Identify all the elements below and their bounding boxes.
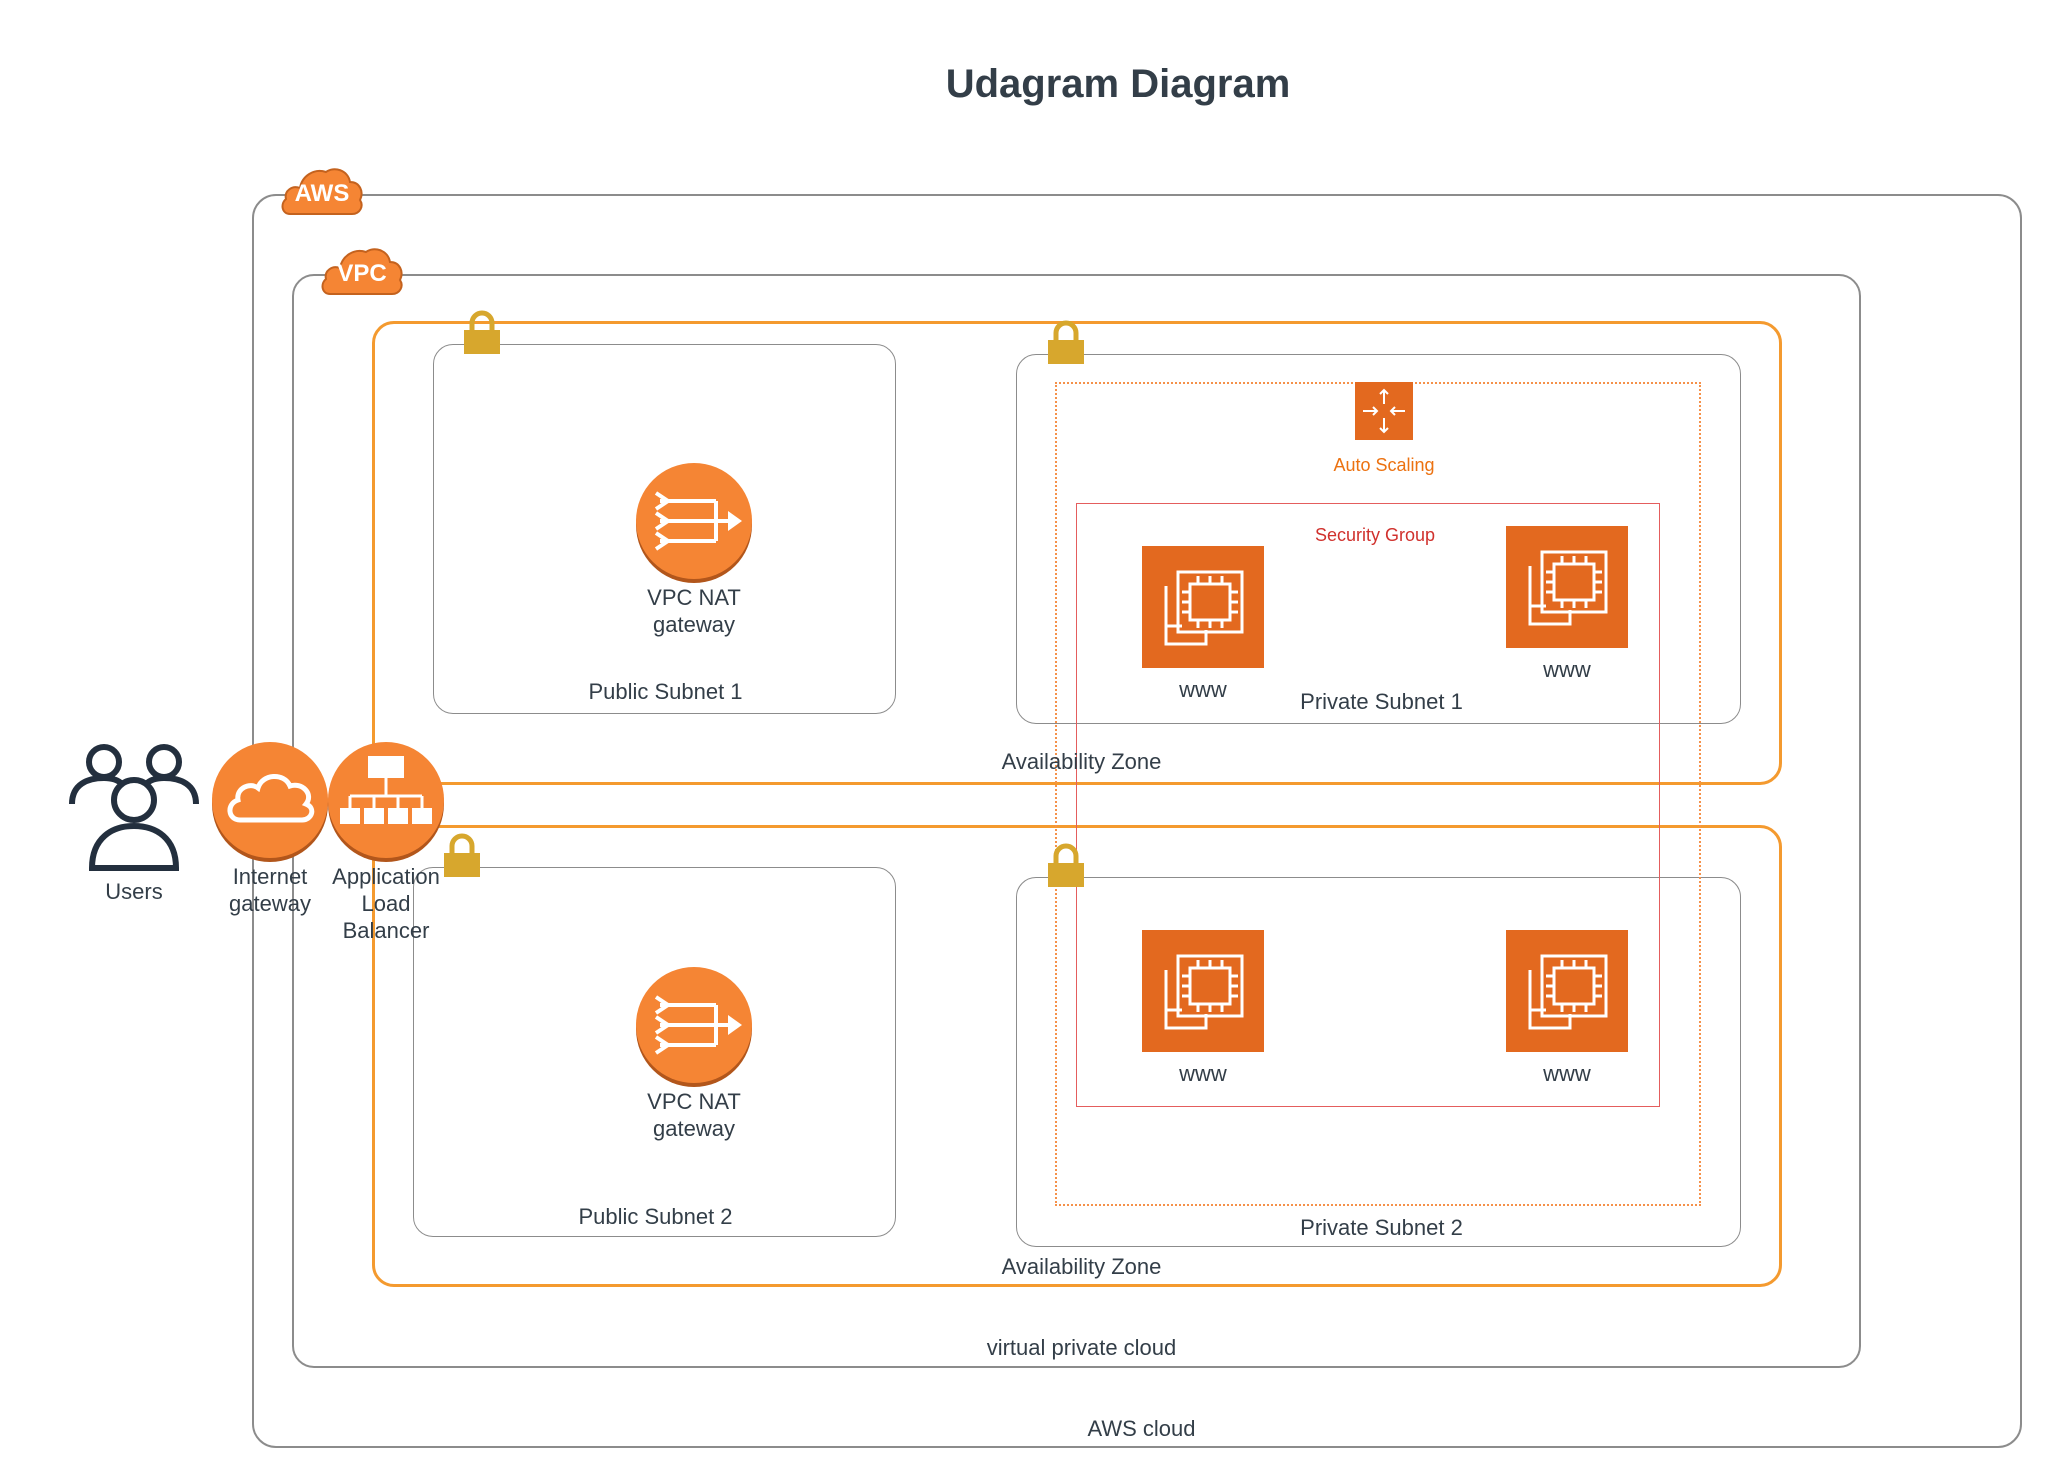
nat-gateway-1-icon <box>636 463 752 583</box>
ec2-instance-1-icon <box>1142 546 1264 668</box>
vpc-label: virtual private cloud <box>986 1335 1177 1360</box>
internet-gateway-label-line2: gateway <box>229 891 311 916</box>
public-subnet-2-label: Public Subnet 2 <box>578 1204 733 1229</box>
ec2-instance-4-label: www <box>1543 1061 1591 1086</box>
diagram-title: Udagram Diagram <box>945 62 1291 106</box>
ec2-instance-1-label: www <box>1179 677 1227 702</box>
lock-icon <box>444 833 480 877</box>
users-label: Users <box>105 879 163 904</box>
security-group-label: Security Group <box>1314 525 1436 545</box>
security-group <box>1076 503 1660 1107</box>
lock-icon <box>1048 843 1084 887</box>
availability-zone-2 <box>372 825 1782 1287</box>
private-subnet-2-label: Private Subnet 2 <box>1300 1215 1463 1240</box>
auto-scaling-label: Auto Scaling <box>1333 455 1435 475</box>
alb-label-line2: Load <box>361 891 411 916</box>
lock-icon <box>1048 320 1084 364</box>
nat-gateway-2-label-line2: gateway <box>653 1116 735 1141</box>
alb-label-line1: Application <box>332 864 440 889</box>
public-subnet-1-label: Public Subnet 1 <box>588 679 743 704</box>
public-subnet-1 <box>433 344 896 714</box>
lock-icon <box>464 310 500 354</box>
vpc-cloud-badge-icon <box>321 248 403 295</box>
users-icon <box>69 744 199 871</box>
aws-cloud-label: AWS cloud <box>1087 1416 1196 1441</box>
ec2-instance-3-icon <box>1142 930 1264 1052</box>
nat-gateway-1-label-line2: gateway <box>653 612 735 637</box>
internet-gateway-label-line1: Internet <box>232 864 308 889</box>
vpc-badge-label: VPC <box>337 260 387 287</box>
internet-gateway-icon <box>212 742 328 862</box>
ec2-instance-3-label: www <box>1179 1061 1227 1086</box>
availability-zone-2-label: Availability Zone <box>1001 1254 1162 1279</box>
nat-gateway-2-label-line1: VPC NAT <box>647 1089 741 1114</box>
aws-badge-label: AWS <box>294 180 350 207</box>
nat-gateway-1-label-line1: VPC NAT <box>647 585 741 610</box>
nat-gateway-2-icon <box>636 967 752 1087</box>
ec2-instance-2-icon <box>1506 526 1628 648</box>
public-subnet-2 <box>413 867 896 1237</box>
availability-zone-1-label: Availability Zone <box>1001 749 1162 774</box>
aws-cloud-badge-icon <box>281 168 363 215</box>
private-subnet-2 <box>1016 877 1741 1247</box>
alb-label-line3: Balancer <box>342 918 430 943</box>
ec2-instance-4-icon <box>1506 930 1628 1052</box>
private-subnet-1-label: Private Subnet 1 <box>1300 689 1463 714</box>
private-subnet-1 <box>1016 354 1741 724</box>
auto-scaling-icon <box>1355 382 1413 440</box>
ec2-instance-2-label: www <box>1543 657 1591 682</box>
availability-zone-1 <box>372 321 1782 785</box>
load-balancer-icon <box>328 742 444 862</box>
